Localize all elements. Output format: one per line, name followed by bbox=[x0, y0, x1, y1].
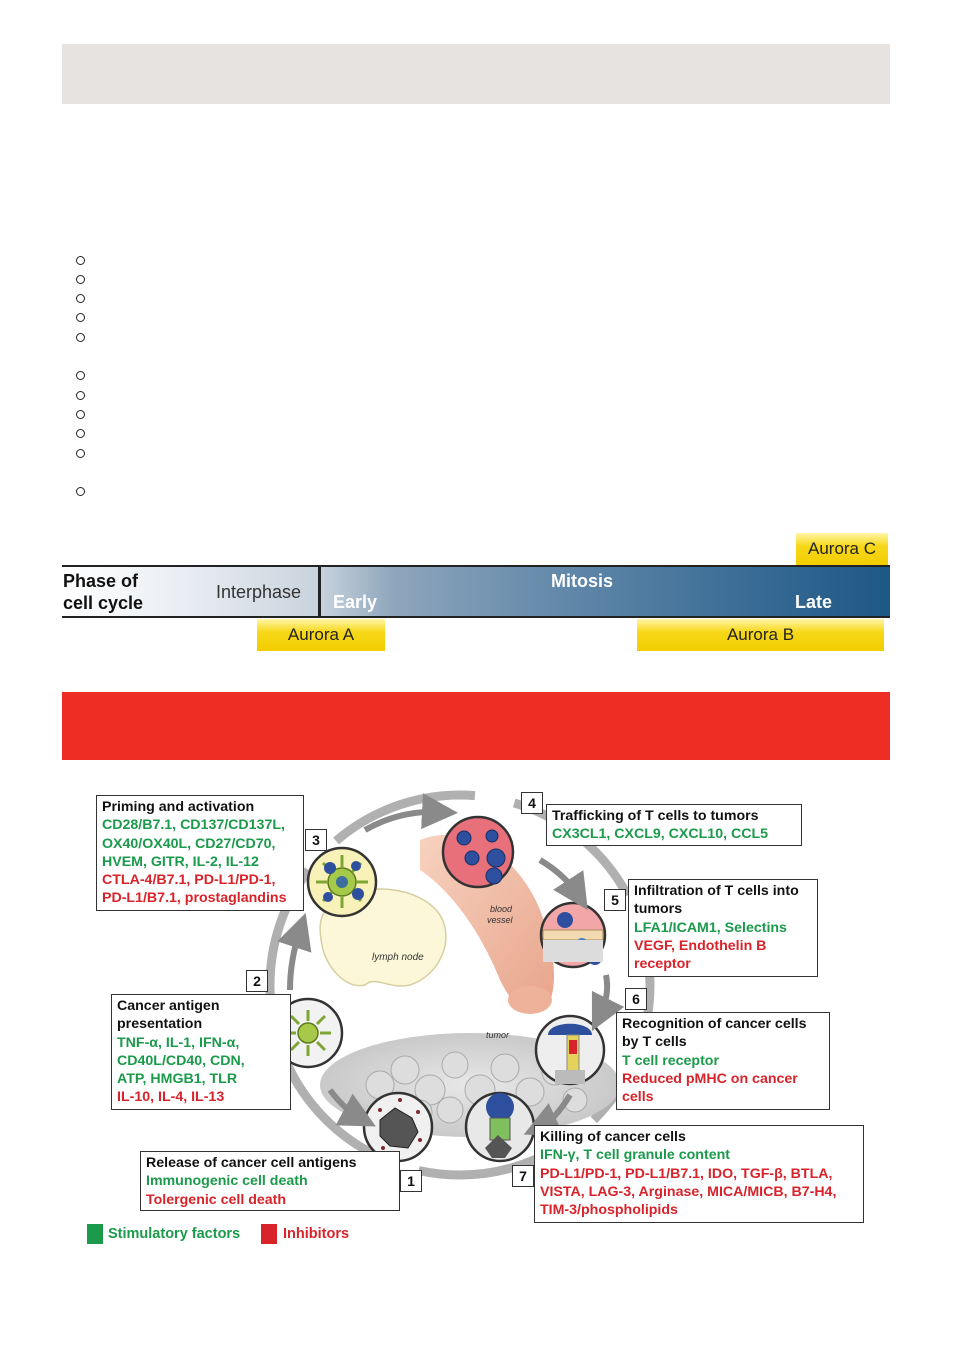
bullet-marker bbox=[76, 391, 85, 400]
step4-box: Trafficking of T cells to tumors CX3CL1,… bbox=[546, 804, 802, 846]
phase-label-line2: cell cycle bbox=[63, 593, 144, 613]
interphase-label: Interphase bbox=[216, 582, 302, 602]
killing-icon bbox=[485, 1093, 514, 1158]
step5-stimulatory: LFA1/ICAM1, Selectins bbox=[634, 919, 787, 936]
step2-stimulatory: ATP, HMGB1, TLR bbox=[117, 1071, 238, 1088]
step4-title: Trafficking of T cells to tumors bbox=[552, 808, 759, 824]
cycle-arc bbox=[265, 790, 655, 1180]
step3-stimulatory: CD28/B7.1, CD137/CD137L, bbox=[102, 817, 285, 834]
bullet-marker bbox=[76, 449, 85, 458]
arrow-2-to-3 bbox=[277, 912, 312, 991]
bullet-marker bbox=[76, 429, 85, 438]
dendritic-cell-icon bbox=[316, 855, 368, 908]
step7-number: 7 bbox=[512, 1165, 534, 1187]
bullet-marker bbox=[76, 313, 85, 322]
aurora-a-bar: Aurora A bbox=[257, 619, 385, 651]
step4-number: 4 bbox=[521, 792, 543, 814]
bullet-marker bbox=[76, 371, 85, 380]
dying-tumor-cell-icon bbox=[378, 1098, 422, 1150]
step1-box: Release of cancer cell antigens Immunoge… bbox=[140, 1151, 400, 1211]
step3-inhibitor: PD-L1/B7.1, prostaglandins bbox=[102, 890, 287, 907]
step3-inhibitor: CTLA-4/B7.1, PD-L1/PD-1, bbox=[102, 872, 276, 889]
step5-title: tumors bbox=[634, 901, 683, 918]
step7-inhibitor: TIM-3/phospholipids bbox=[540, 1202, 678, 1219]
bullet-marker bbox=[76, 487, 85, 496]
bullet-marker bbox=[76, 256, 85, 265]
step2-stimulatory: CD40L/CD40, CDN, bbox=[117, 1052, 245, 1069]
infiltration-icon bbox=[542, 912, 604, 965]
early-label: Early bbox=[333, 592, 378, 612]
legend-stimulatory-label: Stimulatory factors bbox=[108, 1226, 241, 1242]
step7-title: Killing of cancer cells bbox=[540, 1129, 686, 1145]
step6-inhibitor: cells bbox=[622, 1089, 654, 1106]
tcr-recognition-icon bbox=[548, 1023, 592, 1084]
header-banner bbox=[62, 44, 890, 104]
step6-box: Recognition of cancer cells by T cells T… bbox=[616, 1012, 830, 1110]
step2-title: Cancer antigen bbox=[117, 998, 220, 1014]
mitosis-label: Mitosis bbox=[551, 571, 614, 591]
bullet-marker bbox=[76, 410, 85, 419]
step5-inhibitor: receptor bbox=[634, 956, 691, 973]
aurora-c-bar: Aurora C bbox=[796, 533, 888, 565]
vessel-label: vessel bbox=[487, 915, 514, 925]
lymph-node-label: lymph node bbox=[372, 952, 424, 963]
cycle-divider bbox=[318, 565, 321, 618]
aurora-b-bar: Aurora B bbox=[637, 619, 884, 651]
step7-inhibitor: PD-L1/PD-1, PD-L1/B7.1, IDO, TGF-β, BTLA… bbox=[540, 1165, 833, 1182]
step7-box: Killing of cancer cells IFN-γ, T cell gr… bbox=[534, 1125, 864, 1223]
step6-inhibitor: Reduced pMHC on cancer bbox=[622, 1070, 798, 1087]
step1-number: 1 bbox=[400, 1170, 422, 1192]
section-banner bbox=[62, 692, 890, 760]
tumor-label: tumor bbox=[486, 1030, 510, 1040]
arrow-4-to-5 bbox=[538, 857, 588, 911]
step1-stimulatory: Immunogenic cell death bbox=[146, 1173, 308, 1190]
bullet-marker bbox=[76, 333, 85, 342]
step2-title: presentation bbox=[117, 1016, 203, 1033]
cell-cycle-bar bbox=[62, 565, 890, 618]
bullet-marker bbox=[76, 275, 85, 284]
step3-stimulatory: OX40/OX40L, CD27/CD70, bbox=[102, 835, 276, 852]
step2-box: Cancer antigen presentation TNF-α, IL-1,… bbox=[111, 994, 291, 1110]
step7-stimulatory: IFN-γ, T cell granule content bbox=[540, 1147, 730, 1164]
legend-inhibitors-label: Inhibitors bbox=[283, 1226, 350, 1242]
phase-label-line1: Phase of bbox=[63, 571, 139, 591]
step3-box: Priming and activation CD28/B7.1, CD137/… bbox=[96, 795, 304, 911]
step6-title: Recognition of cancer cells bbox=[622, 1016, 807, 1032]
step5-title: Infiltration of T cells into bbox=[634, 883, 799, 899]
step1-inhibitor: Tolergenic cell death bbox=[146, 1191, 287, 1208]
bullet-marker bbox=[76, 294, 85, 303]
step1-title: Release of cancer cell antigens bbox=[146, 1155, 357, 1171]
step3-number: 3 bbox=[305, 829, 327, 851]
step7-inhibitor: VISTA, LAG-3, Arginase, MICA/MICB, B7-H4… bbox=[540, 1183, 837, 1200]
step2-inhibitor: IL-10, IL-4, IL-13 bbox=[117, 1089, 225, 1106]
antigen-presenting-cell-icon bbox=[285, 1010, 331, 1056]
arrow-1-to-2 bbox=[327, 1088, 376, 1127]
arrow-5-to-6 bbox=[591, 974, 625, 1032]
late-label: Late bbox=[795, 592, 833, 612]
step2-number: 2 bbox=[246, 970, 268, 992]
step2-stimulatory: TNF-α, IL-1, IFN-α, bbox=[117, 1034, 240, 1051]
step5-box: Infiltration of T cells into tumors LFA1… bbox=[628, 879, 818, 977]
blood-vessel bbox=[420, 834, 555, 1014]
step5-inhibitor: VEGF, Endothelin B bbox=[634, 937, 767, 954]
arrow-3-to-4 bbox=[363, 793, 458, 833]
legend-stimulatory-swatch bbox=[87, 1224, 103, 1244]
step6-stimulatory: T cell receptor bbox=[622, 1052, 719, 1069]
t-cells-in-blood-icon bbox=[456, 829, 506, 885]
step5-number: 5 bbox=[604, 889, 626, 911]
blood-label: blood bbox=[490, 904, 513, 914]
step6-number: 6 bbox=[625, 988, 647, 1010]
legend-inhibitors-swatch bbox=[261, 1224, 277, 1244]
step4-stimulatory: CX3CL1, CXCL9, CXCL10, CCL5 bbox=[552, 826, 769, 843]
step6-title: by T cells bbox=[622, 1034, 687, 1051]
step3-title: Priming and activation bbox=[102, 799, 255, 815]
step3-stimulatory: HVEM, GITR, IL-2, IL-12 bbox=[102, 853, 259, 870]
phase-label: Phase of cell cycle bbox=[63, 570, 143, 614]
